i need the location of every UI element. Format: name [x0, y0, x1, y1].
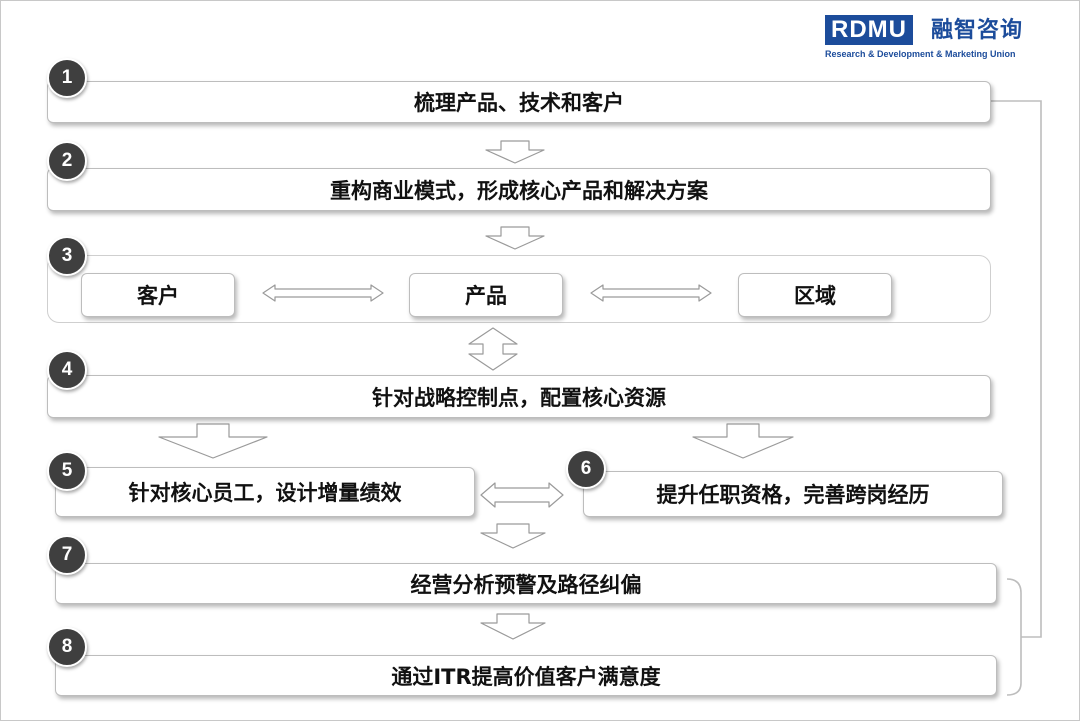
down-arrow-5-7	[480, 523, 546, 549]
step-7-label: 经营分析预警及路径纠偏	[410, 572, 642, 597]
step-6-label: 提升任职资格，完善跨岗经历	[656, 483, 930, 507]
step-3-customer-label: 客户	[137, 284, 179, 308]
step-1-badge: 1	[47, 58, 87, 98]
step-3-product-box: 产品	[409, 273, 563, 317]
step-6-badge: 6	[566, 449, 606, 489]
step-3-container	[47, 255, 991, 323]
step-5-badge: 5	[47, 451, 87, 491]
feedback-loop-line	[991, 100, 1042, 638]
step-2-box: 重构商业模式，形成核心产品和解决方案	[47, 168, 991, 211]
down-arrow-1-2	[485, 140, 545, 164]
logo-mark: RDMU	[825, 15, 913, 45]
down-arrow-4-6	[692, 423, 794, 459]
step-2-badge: 2	[47, 141, 87, 181]
lr-arrow-product-region	[590, 284, 712, 302]
lr-arrow-5-6	[480, 482, 564, 508]
logo-tagline: Research & Development & Marketing Union	[825, 49, 1016, 59]
updown-arrow-3-4	[468, 327, 518, 371]
down-arrow-7-8	[480, 613, 546, 640]
step-7-badge: 7	[47, 535, 87, 575]
step-3-badge: 3	[47, 236, 87, 276]
step-3-customer-box: 客户	[81, 273, 235, 317]
step-1-label: 梳理产品、技术和客户	[414, 91, 624, 115]
step-3-region-label: 区域	[794, 284, 836, 308]
step-1-box: 梳理产品、技术和客户	[47, 81, 991, 123]
step-5-box: 针对核心员工，设计增量绩效	[55, 467, 475, 517]
step-8-box: 通过ITR提高价值客户满意度	[55, 655, 997, 696]
step-8-label: 通过ITR提高价值客户满意度	[391, 664, 661, 689]
feedback-bracket	[1006, 578, 1022, 696]
step-4-label: 针对战略控制点，配置核心资源	[372, 385, 666, 410]
down-arrow-4-5	[158, 423, 268, 459]
step-3-product-label: 产品	[465, 284, 507, 308]
step-3-region-box: 区域	[738, 273, 892, 317]
down-arrow-2-3	[485, 226, 545, 250]
step-6-box: 提升任职资格，完善跨岗经历	[583, 471, 1003, 517]
step-2-label: 重构商业模式，形成核心产品和解决方案	[330, 178, 708, 203]
step-4-badge: 4	[47, 350, 87, 390]
logo-chinese-name: 融智咨询	[931, 17, 1024, 43]
rdmu-logo: RDMU 融智咨询 Research & Development & Marke…	[825, 15, 1035, 65]
step-8-badge: 8	[47, 627, 87, 667]
step-7-box: 经营分析预警及路径纠偏	[55, 563, 997, 604]
step-4-box: 针对战略控制点，配置核心资源	[47, 375, 991, 418]
lr-arrow-customer-product	[262, 284, 384, 302]
step-5-label: 针对核心员工，设计增量绩效	[128, 481, 402, 505]
